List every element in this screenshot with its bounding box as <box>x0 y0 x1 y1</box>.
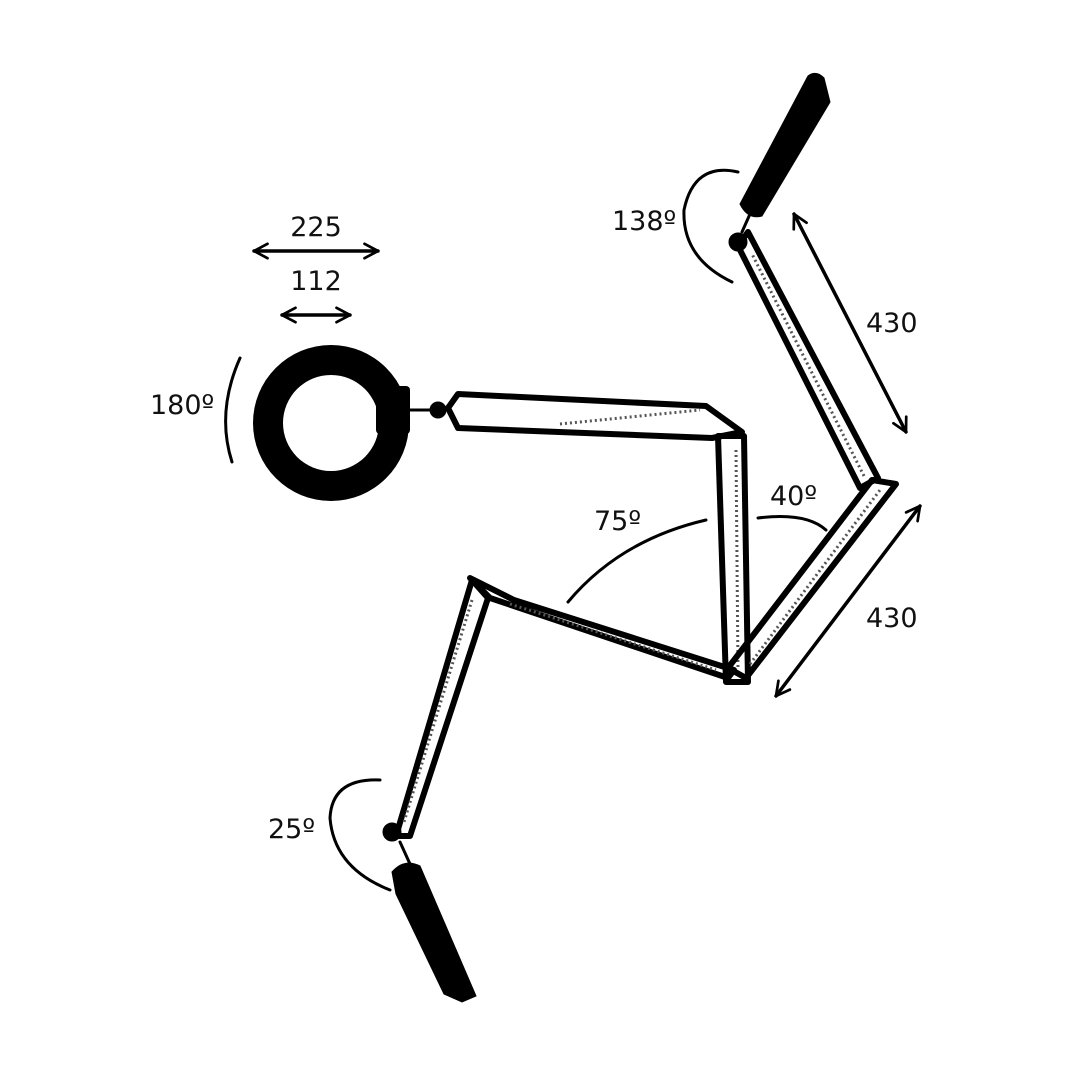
bottom-clamp-rotation: 25º <box>268 778 392 892</box>
top-clamp-rotation: 138º <box>612 168 740 284</box>
left-descending-arm <box>382 577 491 842</box>
right-upper-arm <box>728 229 881 491</box>
lens-ring <box>253 345 409 501</box>
top-clamp-rotation-label: 138º <box>612 206 676 237</box>
clamp-angle-label: 75º <box>594 506 641 537</box>
lens-mount <box>376 386 410 434</box>
elbow-angle-label: 40º <box>770 481 817 512</box>
lower-arm-length-dimension: 430 <box>774 504 922 698</box>
lens-outer-dimension: 225 <box>252 212 380 260</box>
lower-left-arm <box>467 575 737 681</box>
upper-arm-length-label: 430 <box>866 308 918 339</box>
upper-arm-length-dimension: 430 <box>792 212 918 434</box>
magnifier-lens <box>253 345 447 501</box>
bottom-clamp-rotation-label: 25º <box>268 814 315 845</box>
vertical-arm <box>715 433 751 685</box>
lens-rotation: 180º <box>150 356 242 464</box>
top-clamp <box>739 72 831 234</box>
lens-outer-label: 225 <box>290 212 342 243</box>
lens-inner-dimension: 112 <box>280 266 352 324</box>
lens-inner-label: 112 <box>290 266 342 297</box>
elbow-angle: 40º <box>756 481 828 532</box>
bottom-clamp <box>391 840 477 1003</box>
lens-rotation-label: 180º <box>150 390 214 421</box>
clamp-angle: 75º <box>566 506 708 604</box>
head-arm <box>445 391 745 441</box>
lower-arm-length-label: 430 <box>866 603 918 634</box>
